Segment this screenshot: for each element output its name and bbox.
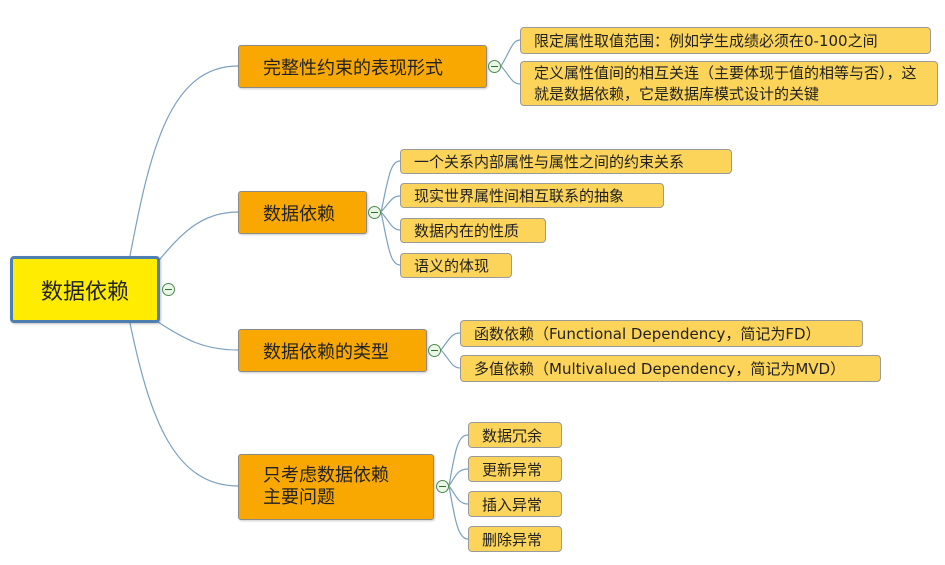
leaf-label: 函数依赖（Functional Dependency，简记为FD） — [474, 325, 821, 343]
leaf-node[interactable]: 语义的体现 — [400, 253, 512, 278]
edge-root-branch-2 — [154, 211, 239, 266]
leaf-node[interactable]: 删除异常 — [468, 526, 562, 552]
edge-b2-c4 — [380, 211, 401, 266]
leaf-node[interactable]: 插入异常 — [468, 491, 562, 517]
leaf-node[interactable]: 数据内在的性质 — [400, 218, 546, 243]
branch-node-main-problems[interactable]: 只考虑数据依赖 主要问题 — [238, 454, 434, 520]
leaf-label: 限定属性取值范围：例如学生成绩必须在0-100之间 — [534, 32, 878, 50]
edge-b4-c4 — [448, 485, 469, 540]
collapse-minus-icon[interactable] — [162, 283, 175, 296]
edge-b3-c2 — [440, 349, 461, 369]
root-node[interactable]: 数据依赖 — [10, 256, 160, 323]
edge-b3-c1 — [440, 332, 461, 351]
leaf-label: 定义属性值间的相互关连（主要体现于值的相等与否），这就是数据依赖，它是数据库模式… — [534, 63, 917, 103]
leaf-node[interactable]: 多值依赖（Multivalued Dependency，简记为MVD） — [460, 355, 881, 382]
collapse-minus-icon[interactable] — [488, 60, 501, 73]
branch-node-data-dependency[interactable]: 数据依赖 — [238, 191, 367, 234]
edge-b2-c2 — [380, 195, 401, 213]
leaf-label: 现实世界属性间相互联系的抽象 — [414, 187, 625, 205]
leaf-label: 更新异常 — [482, 460, 543, 479]
edge-b4-c1 — [448, 434, 469, 487]
edge-b2-c1 — [380, 160, 401, 213]
branch-label: 数据依赖的类型 — [263, 341, 389, 363]
edge-root-branch-4 — [129, 322, 239, 487]
root-label: 数据依赖 — [40, 279, 129, 305]
leaf-label: 删除异常 — [482, 530, 543, 549]
edge-b2-c3 — [380, 211, 401, 231]
leaf-label: 数据冗余 — [482, 426, 543, 445]
leaf-node[interactable]: 函数依赖（Functional Dependency，简记为FD） — [460, 320, 863, 347]
leaf-node[interactable]: 更新异常 — [468, 456, 562, 482]
leaf-label: 插入异常 — [482, 495, 543, 514]
leaf-node[interactable]: 定义属性值间的相互关连（主要体现于值的相等与否），这就是数据依赖，它是数据库模式… — [520, 61, 938, 106]
leaf-label: 语义的体现 — [414, 257, 490, 275]
edge-b1-c2 — [500, 65, 521, 85]
leaf-label: 一个关系内部属性与属性之间的约束关系 — [414, 153, 685, 171]
leaf-node[interactable]: 现实世界属性间相互联系的抽象 — [400, 183, 664, 208]
collapse-minus-icon[interactable] — [436, 480, 449, 493]
leaf-node[interactable]: 一个关系内部属性与属性之间的约束关系 — [400, 149, 732, 174]
branch-label: 完整性约束的表现形式 — [263, 57, 443, 79]
edge-b1-c1 — [500, 39, 521, 67]
branch-node-dependency-types[interactable]: 数据依赖的类型 — [238, 329, 427, 372]
leaf-label: 多值依赖（Multivalued Dependency，简记为MVD） — [474, 360, 846, 378]
edge-b4-c3 — [448, 485, 469, 505]
leaf-label: 数据内在的性质 — [414, 222, 520, 240]
edge-root-branch-1 — [129, 65, 239, 257]
leaf-node[interactable]: 限定属性取值范围：例如学生成绩必须在0-100之间 — [520, 27, 931, 54]
branch-label: 数据依赖 — [263, 203, 335, 225]
branch-label: 只考虑数据依赖 主要问题 — [263, 465, 389, 508]
collapse-minus-icon[interactable] — [428, 344, 441, 357]
leaf-node[interactable]: 数据冗余 — [468, 422, 562, 448]
edge-root-branch-3 — [154, 319, 239, 351]
collapse-minus-icon[interactable] — [368, 206, 381, 219]
branch-node-constraint-forms[interactable]: 完整性约束的表现形式 — [238, 45, 487, 88]
edge-b4-c2 — [448, 468, 469, 487]
